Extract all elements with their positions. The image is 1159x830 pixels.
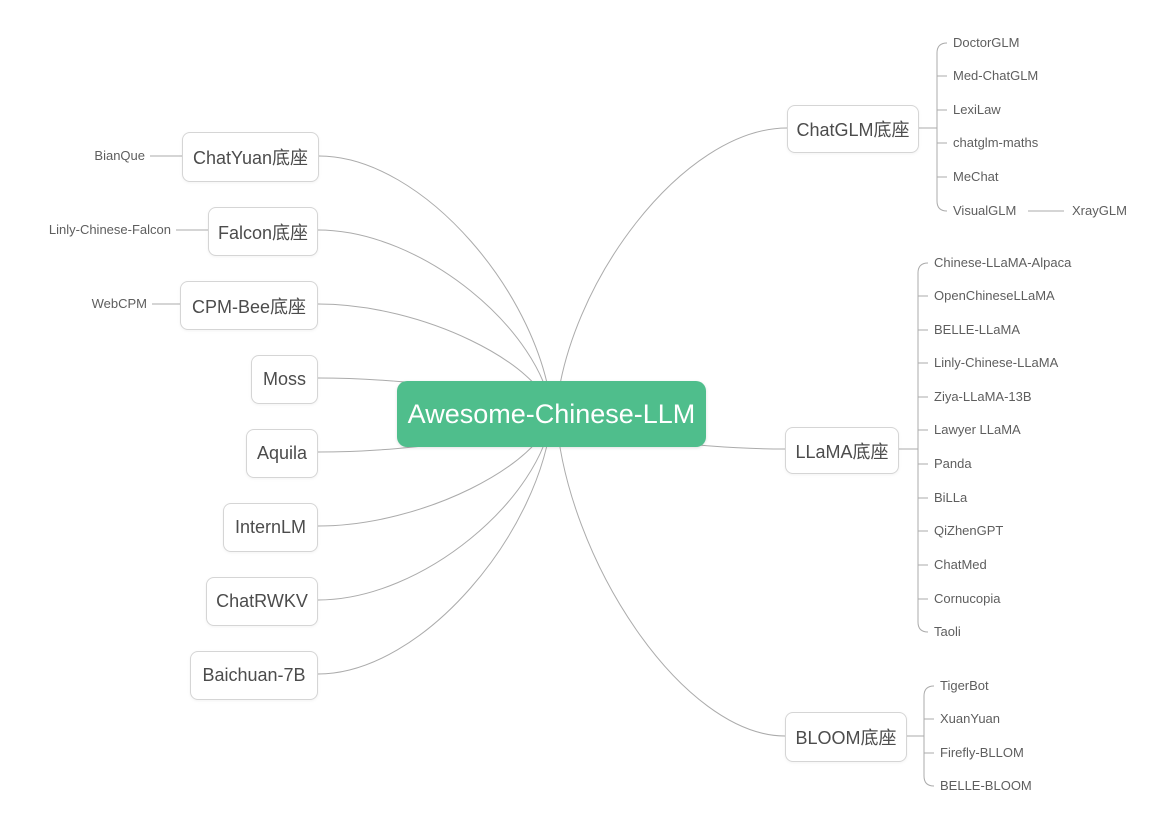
node-linly-chinese-llama[interactable]: Linly-Chinese-LLaMA [934, 355, 1059, 370]
node-lawyer-llama[interactable]: Lawyer LLaMA [934, 422, 1021, 437]
edge-root-falcon [317, 229, 553, 415]
bracket-chatglm-spine [936, 42, 948, 212]
node-mechat[interactable]: MeChat [953, 169, 999, 184]
node-taoli[interactable]: Taoli [934, 624, 961, 639]
node-internlm[interactable]: InternLM [223, 503, 318, 552]
node-aquila[interactable]: Aquila [246, 429, 318, 478]
node-xrayglm[interactable]: XrayGLM [1072, 203, 1127, 218]
node-ziya-llama-13b[interactable]: Ziya-LLaMA-13B [934, 389, 1032, 404]
node-chinese-llama-alpaca[interactable]: Chinese-LLaMA-Alpaca [934, 255, 1072, 270]
edge-root-baichuan [317, 413, 553, 675]
node-cornucopia[interactable]: Cornucopia [934, 591, 1001, 606]
node-bloom-base[interactable]: BLOOM底座 [785, 712, 907, 762]
node-belle-llama[interactable]: BELLE-LLaMA [934, 322, 1020, 337]
node-openchinesellama[interactable]: OpenChineseLLaMA [934, 288, 1055, 303]
edge-root-bloom [555, 413, 786, 737]
node-baichuan-7b[interactable]: Baichuan-7B [190, 651, 318, 700]
node-belle-bloom[interactable]: BELLE-BLOOM [940, 778, 1032, 793]
node-chatglm-maths[interactable]: chatglm-maths [953, 135, 1039, 150]
node-qizhengpt[interactable]: QiZhenGPT [934, 523, 1004, 538]
node-chatyuan-base[interactable]: ChatYuan底座 [182, 132, 319, 182]
node-webcpm[interactable]: WebCPM [91, 296, 147, 311]
node-tigerbot[interactable]: TigerBot [940, 678, 989, 693]
edge-root-chatyuan [318, 155, 553, 415]
node-billa[interactable]: BiLLa [934, 490, 968, 505]
node-falcon-base[interactable]: Falcon底座 [208, 207, 318, 256]
node-bianque[interactable]: BianQue [94, 148, 145, 163]
node-cpm-bee-base[interactable]: CPM-Bee底座 [180, 281, 318, 330]
node-lexilaw[interactable]: LexiLaw [953, 102, 1001, 117]
node-med-chatglm[interactable]: Med-ChatGLM [953, 68, 1039, 83]
node-panda[interactable]: Panda [934, 456, 972, 471]
node-moss[interactable]: Moss [251, 355, 318, 404]
node-visualglm[interactable]: VisualGLM [953, 203, 1017, 218]
node-xuanyuan[interactable]: XuanYuan [940, 711, 1001, 726]
node-chatmed[interactable]: ChatMed [934, 557, 987, 572]
edge-root-chatrwkv [317, 413, 553, 601]
node-linly-chinese-falcon[interactable]: Linly-Chinese-Falcon [48, 222, 171, 237]
node-chatglm-base[interactable]: ChatGLM底座 [787, 105, 919, 153]
edge-root-chatglm [555, 127, 788, 415]
node-firefly-bllom[interactable]: Firefly-BLLOM [940, 745, 1024, 760]
root-node[interactable]: Awesome-Chinese-LLM [397, 381, 706, 447]
node-doctorglm[interactable]: DoctorGLM [953, 35, 1020, 50]
bracket-bloom-spine [923, 685, 935, 787]
bracket-llama-spine [917, 262, 929, 633]
node-llama-base[interactable]: LLaMA底座 [785, 427, 899, 474]
node-chatrwkv[interactable]: ChatRWKV [206, 577, 318, 626]
